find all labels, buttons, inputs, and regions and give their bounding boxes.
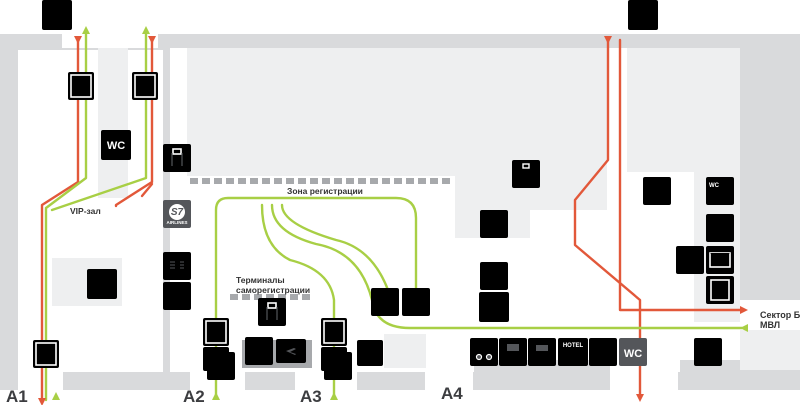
elevator-icon[interactable]: [320, 317, 348, 347]
elevator-icon[interactable]: [131, 71, 159, 101]
gate-a4-label: A4: [441, 384, 463, 403]
bus-icon[interactable]: [499, 338, 527, 366]
elevator-icon[interactable]: [32, 339, 60, 369]
stairs-icon[interactable]: [479, 292, 509, 322]
information-icon[interactable]: [245, 337, 273, 365]
escalator-icon[interactable]: [402, 288, 430, 316]
routes-red: [40, 36, 744, 400]
cafe-icon[interactable]: [480, 210, 508, 238]
cafe-icon[interactable]: [163, 282, 191, 310]
s7-logo-text: S7: [171, 207, 184, 218]
text-labels: WC WC WC HOTEL S7 AIRLINES VIP-зал Зона …: [6, 140, 800, 405]
elevator-icon[interactable]: [202, 317, 230, 347]
elevator-icon[interactable]: [67, 71, 95, 101]
luggage-icon[interactable]: [257, 297, 287, 327]
taxi-icon[interactable]: [469, 337, 499, 367]
wc-accessible-icon[interactable]: [706, 177, 734, 205]
accessible-icon[interactable]: [694, 338, 722, 366]
newspaper-icon[interactable]: [162, 251, 192, 281]
hotel-label: HOTEL: [563, 343, 584, 349]
luggage-icon[interactable]: [162, 143, 192, 173]
train-icon[interactable]: [528, 338, 556, 366]
bar-icon[interactable]: [87, 269, 117, 299]
wc-label: WC: [624, 348, 642, 360]
baggage-icon[interactable]: [511, 159, 541, 189]
ticket-icon[interactable]: [276, 339, 306, 363]
gate-a1-label: A1: [6, 387, 28, 405]
atm-icon[interactable]: [705, 275, 735, 305]
cafe-icon[interactable]: [643, 177, 671, 205]
s7-airlines-logo: [163, 200, 191, 228]
building-structure: [0, 30, 800, 405]
route-arrows: [38, 26, 748, 405]
escalator-icon[interactable]: [480, 262, 508, 290]
self-checkin-label-line1: Терминалы: [236, 275, 285, 285]
stairs-icon[interactable]: [628, 0, 658, 30]
accessible-icon[interactable]: [207, 352, 235, 380]
wc-label: WC: [709, 183, 720, 189]
sign-language-icon[interactable]: [357, 340, 383, 366]
wc-icon[interactable]: [619, 338, 647, 366]
s7-logo-subtext: AIRLINES: [166, 220, 187, 225]
sector-b-label-line2: МВЛ: [760, 320, 780, 330]
self-checkin-label-line2: саморегистрации: [236, 285, 310, 295]
stairs-icon[interactable]: [42, 0, 72, 30]
gate-a3-label: A3: [300, 387, 322, 405]
mail-icon[interactable]: [705, 245, 735, 275]
icons: [32, 0, 735, 380]
vip-lounge-label: VIP-зал: [70, 206, 101, 216]
gate-a2-label: A2: [183, 387, 205, 405]
first-aid-icon[interactable]: [706, 214, 734, 242]
sector-b-label-line1: Сектор Б: [760, 310, 800, 320]
phone-icon[interactable]: [371, 288, 399, 316]
registration-zone-label: Зона регистрации: [287, 186, 363, 196]
phone-icon[interactable]: [676, 246, 704, 274]
wc-label: WC: [107, 140, 125, 152]
shopping-cart-icon[interactable]: [589, 338, 617, 366]
accessible-icon[interactable]: [324, 352, 352, 380]
